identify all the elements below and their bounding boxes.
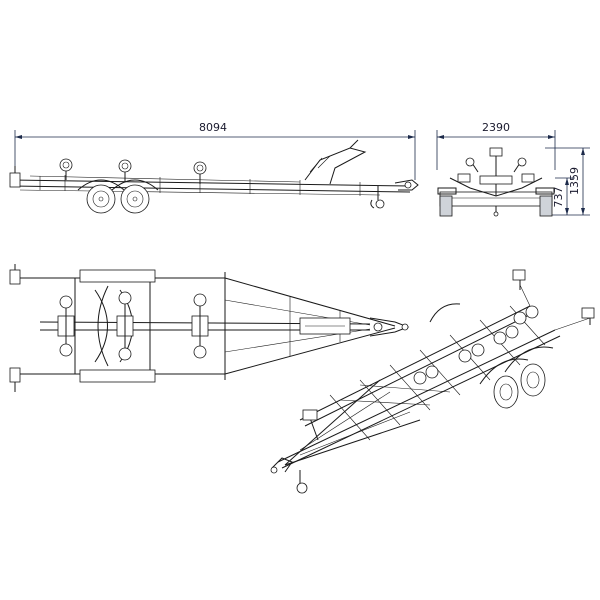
- top-roller-set-front: [191, 293, 209, 359]
- total-height-dimension: 1359: [545, 147, 590, 216]
- overall-length-dimension: 8094: [14, 121, 416, 180]
- side-view: 8094: [9, 121, 419, 214]
- isometric-view: [270, 269, 595, 494]
- front-view: 2390 1359 737: [436, 121, 590, 217]
- front-trailer-body: [437, 147, 555, 217]
- side-roller-2: [118, 159, 132, 182]
- overall-width-dimension: 2390: [436, 121, 556, 170]
- side-roller-1: [59, 158, 73, 180]
- frame-height-dimension: 737: [552, 177, 575, 215]
- iso-rollers: [413, 305, 539, 385]
- total-height-label: 1359: [568, 167, 581, 195]
- frame-height-label: 737: [552, 187, 565, 208]
- side-chassis: [9, 139, 419, 209]
- overall-length-label: 8094: [199, 121, 227, 134]
- top-roller-set-rear: [57, 295, 75, 357]
- overall-width-label: 2390: [482, 121, 510, 134]
- side-roller-3: [193, 161, 207, 184]
- top-view: [9, 264, 410, 392]
- side-wheels: [77, 179, 159, 214]
- iso-wheels: [479, 346, 554, 409]
- top-roller-set-middle: [116, 291, 134, 361]
